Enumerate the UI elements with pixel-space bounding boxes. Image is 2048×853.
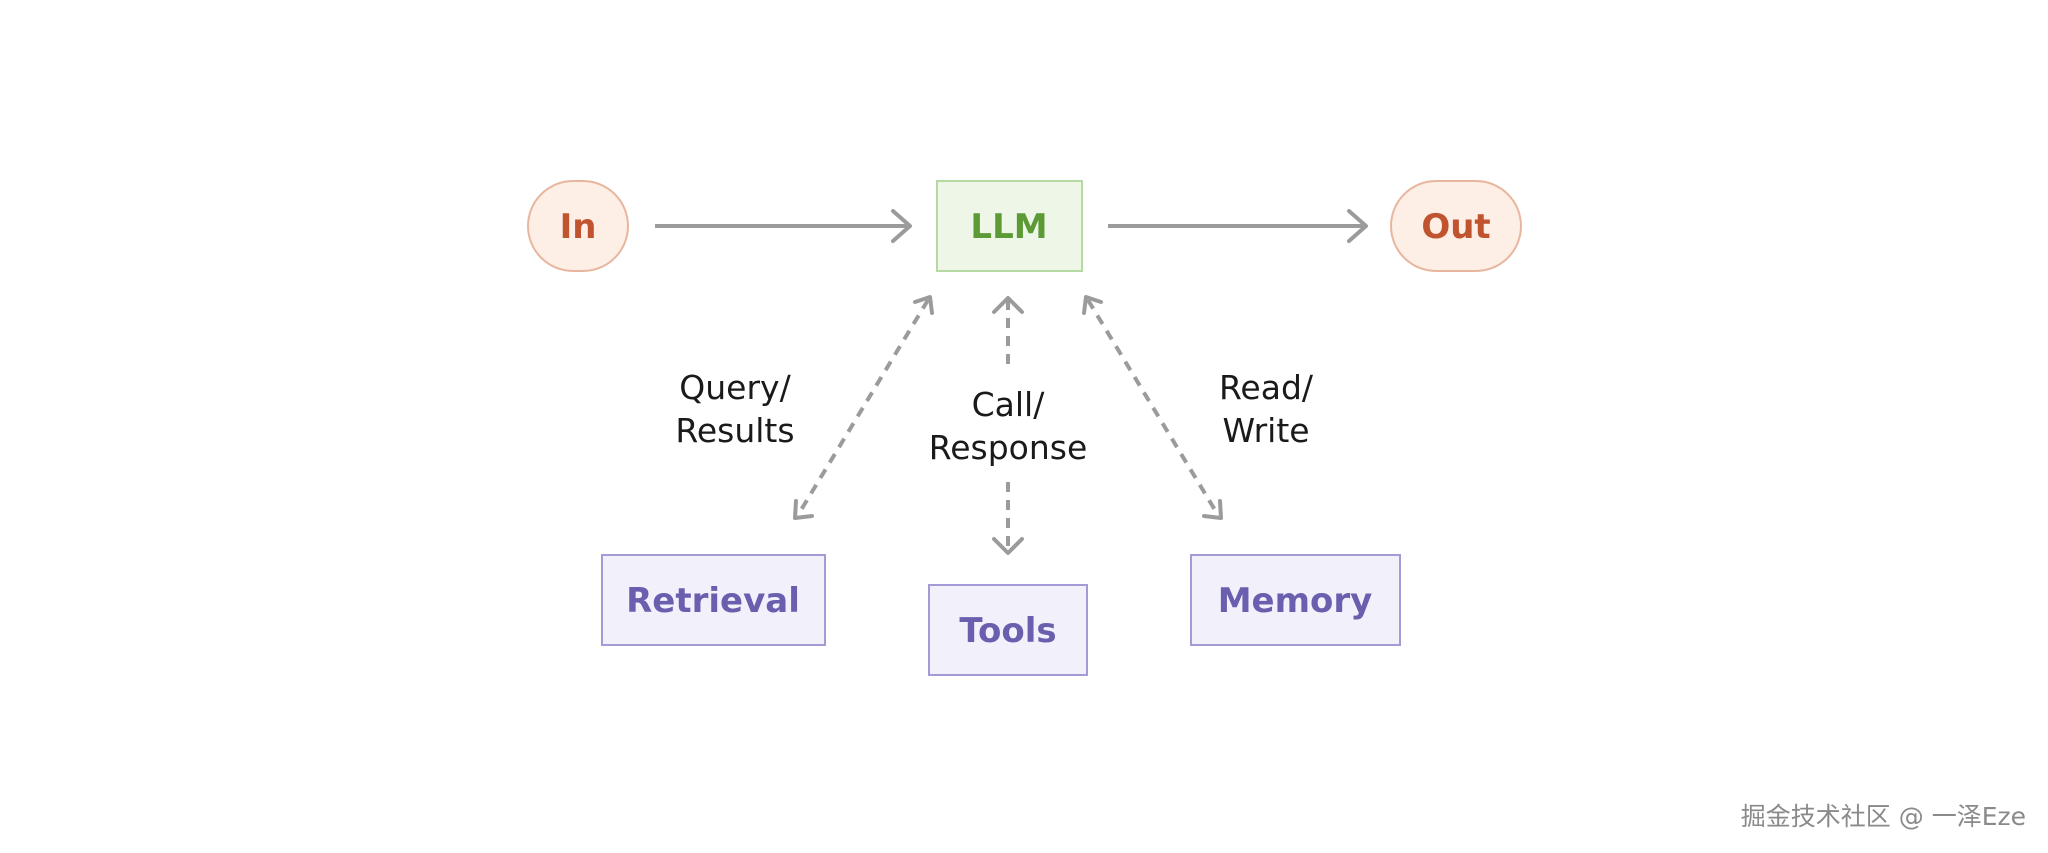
- edge-label-memory-line1: Read/: [1219, 368, 1314, 407]
- edge-label-memory-line2: Write: [1222, 411, 1309, 450]
- node-memory-label: Memory: [1218, 581, 1373, 621]
- arrow-llm-retrieval: [793, 295, 934, 520]
- edge-label-retrieval: Query/ Results: [675, 368, 794, 450]
- node-llm-label: LLM: [970, 207, 1047, 247]
- node-in-label: In: [560, 207, 597, 247]
- edge-label-memory: Read/ Write: [1219, 368, 1314, 450]
- node-tools: Tools: [928, 584, 1088, 676]
- node-retrieval: Retrieval: [601, 554, 826, 646]
- arrow-llm-memory: [1082, 295, 1223, 520]
- node-llm: LLM: [936, 180, 1083, 272]
- edge-label-retrieval-line2: Results: [675, 411, 794, 450]
- arrow-in-to-llm: [655, 209, 912, 243]
- node-tools-label: Tools: [959, 611, 1056, 651]
- node-in: In: [527, 180, 629, 272]
- arrow-llm-to-out: [1108, 209, 1368, 243]
- node-out: Out: [1390, 180, 1522, 272]
- edge-label-tools-line2: Response: [929, 428, 1088, 467]
- arrow-llm-tools: [992, 296, 1024, 555]
- edge-label-tools: Call/ Response: [929, 385, 1088, 467]
- node-out-label: Out: [1421, 207, 1490, 247]
- watermark: 掘金技术社区 @ 一泽Eze: [1740, 802, 2026, 831]
- edge-label-tools-line1: Call/: [972, 385, 1046, 424]
- edge-label-retrieval-line1: Query/: [679, 368, 791, 407]
- node-memory: Memory: [1190, 554, 1401, 646]
- node-retrieval-label: Retrieval: [626, 581, 800, 621]
